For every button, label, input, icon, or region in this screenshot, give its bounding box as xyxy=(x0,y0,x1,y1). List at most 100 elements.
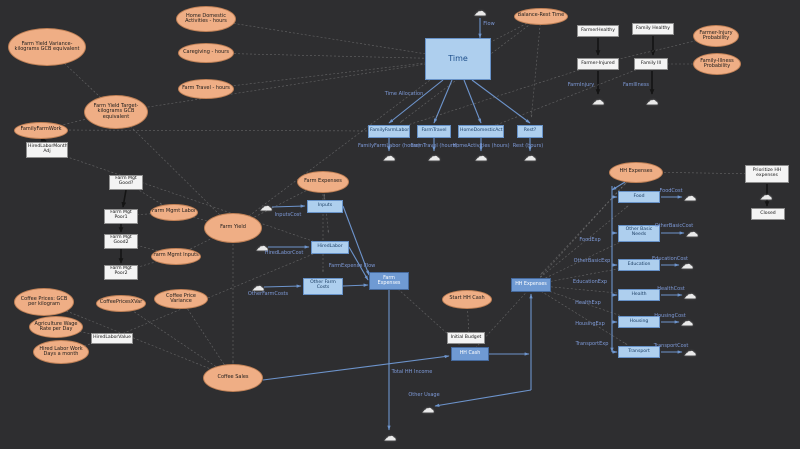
flow-edge xyxy=(463,79,482,124)
prioritize-hh-expenses[interactable]: Prioritize HH expenses xyxy=(745,165,789,183)
education-label: Education xyxy=(627,261,651,267)
hh-expenses-converter[interactable]: HH Expenses xyxy=(609,161,663,183)
farmer-injury-probability[interactable]: Farmer-Injury Probability xyxy=(693,25,739,47)
family-healthy-label: Family Healthy xyxy=(635,25,671,31)
cloud-housing-icon[interactable]: ☁ xyxy=(680,314,694,330)
cloud-farm-travel-icon[interactable]: ☁ xyxy=(427,149,441,165)
cloud-hired-labor-icon[interactable]: ☁ xyxy=(255,239,269,255)
transport[interactable]: Transport xyxy=(618,346,660,358)
family-farm-labor-label: FamilyFarmLabor xyxy=(370,127,410,133)
farm-expenses-converter[interactable]: Farm Expenses xyxy=(297,171,349,193)
hired-labor-months-adj-label: HiredLaborMonths Adj xyxy=(28,144,68,154)
farm-yield[interactable]: Farm Yield xyxy=(204,213,262,243)
health[interactable]: Health xyxy=(618,289,660,301)
farm-travel[interactable]: FarmTravel xyxy=(417,124,451,138)
farm-expenses-converter-label: Farm Expenses xyxy=(304,178,342,185)
cloud-transport-icon[interactable]: ☁ xyxy=(683,344,697,360)
hh-cash-label: HH Cash xyxy=(459,351,481,357)
initial-budget[interactable]: Initial Budget xyxy=(447,332,485,344)
cloud-food-icon[interactable]: ☁ xyxy=(683,189,697,205)
farmer-injured[interactable]: Farmer-Injured xyxy=(577,58,619,70)
cloud-hh-usage-icon[interactable]: ☁ xyxy=(421,401,435,417)
housing[interactable]: Housing xyxy=(618,316,660,328)
hired-labor-months-adj[interactable]: HiredLaborMonths Adj xyxy=(26,142,68,158)
coffee-prices-xvar[interactable]: CoffeePricesXVar xyxy=(96,294,146,312)
link-edge xyxy=(538,267,626,284)
hh-expenses-flow[interactable]: HH Expenses xyxy=(511,278,551,292)
hired-labor-work-days[interactable]: Hired Labor Work Days a month xyxy=(33,340,89,364)
cloud-rest-icon[interactable]: ☁ xyxy=(523,149,537,165)
farm-travel-hours[interactable]: Farm Travel - hours xyxy=(178,79,234,99)
coffee-price-variance[interactable]: Coffee Price Variance xyxy=(154,289,208,309)
farm-mgt-good2[interactable]: Farm Mgt Good2 xyxy=(104,233,138,249)
education[interactable]: Education xyxy=(618,259,660,271)
other-basic-needs[interactable]: Other Basic Needs xyxy=(618,224,660,242)
family-farm-labor[interactable]: FamilyFarmLabor xyxy=(368,124,410,138)
family-ill[interactable]: Family Ill xyxy=(634,58,668,70)
family-farm-labor-flow-label: FamilyFarmLabor (hours) xyxy=(357,143,421,149)
cloud-other-farm-icon[interactable]: ☁ xyxy=(251,279,265,295)
balance-rest-time[interactable]: Balance-Rest Time xyxy=(514,7,568,25)
hired-labor-value[interactable]: HiredLaborValue xyxy=(91,332,133,344)
other-basic-needs-label: Other Basic Needs xyxy=(625,227,653,237)
cloud-home-domestic-icon[interactable]: ☁ xyxy=(474,149,488,165)
coffee-sales[interactable]: Coffee Sales xyxy=(203,364,263,392)
rest[interactable]: Rest? xyxy=(517,124,543,138)
link-edge xyxy=(537,288,628,345)
cloud-farm-injury-icon[interactable]: ☁ xyxy=(591,93,605,109)
other-farm-costs[interactable]: Other Farm Costs xyxy=(303,277,343,295)
farm-yield-label: Farm Yield xyxy=(220,224,246,231)
cloud-fam-illness-icon[interactable]: ☁ xyxy=(645,93,659,109)
coffee-prices[interactable]: Coffee Prices: GCB per kilogram xyxy=(14,288,74,316)
cloud-farm-exp-sink-icon[interactable]: ☁ xyxy=(383,429,397,445)
family-illness-probability[interactable]: Family-Illness Probability xyxy=(693,53,741,75)
flow-edge xyxy=(262,354,450,381)
caregiving-hours[interactable]: Caregiving - hours xyxy=(178,43,234,63)
family-farm-work[interactable]: FamilyFarmWork xyxy=(14,121,68,139)
home-domestic-activities-hours[interactable]: Home Domestic Activities - hours xyxy=(176,6,236,32)
prioritize-hh-expenses-label: Prioritize HH expenses xyxy=(752,168,782,178)
coffee-sales-label: Coffee Sales xyxy=(217,374,249,381)
family-ill-label: Family Ill xyxy=(640,60,662,66)
farm-mgmt-labor[interactable]: Farm Mgmt Labor xyxy=(150,203,198,221)
food[interactable]: Food xyxy=(618,191,660,203)
farm-mgmt-inputs[interactable]: Farm Mgmt Inputs xyxy=(151,247,201,265)
farm-mgt-good1[interactable]: Farm Mgt Good? xyxy=(109,174,143,190)
inputs[interactable]: Inputs xyxy=(307,199,343,213)
farm-mgt-poor1[interactable]: Farm Mgt Poor1 xyxy=(104,208,138,224)
link-edge xyxy=(127,307,222,371)
link-edge xyxy=(538,238,627,282)
cloud-family-farm-labor-icon[interactable]: ☁ xyxy=(382,149,396,165)
coffee-price-variance-label: Coffee Price Variance xyxy=(166,292,196,304)
hired-labor-value-label: HiredLaborValue xyxy=(93,334,131,340)
start-hh-cash[interactable]: Start HH Cash xyxy=(442,289,492,309)
time[interactable]: Time xyxy=(425,38,491,80)
farm-yield-variance[interactable]: Farm Yield Variance-kilograms GCB equiva… xyxy=(8,28,86,66)
cloud-education-icon[interactable]: ☁ xyxy=(680,257,694,273)
cloud-other-basic-icon[interactable]: ☁ xyxy=(685,225,699,241)
initial-budget-label: Initial Budget xyxy=(450,334,482,340)
farmer-healthy[interactable]: FarmerHealthy xyxy=(577,25,619,37)
hh-cash[interactable]: HH Cash xyxy=(451,347,489,361)
other-farm-costs-label: OtherFarmCosts xyxy=(247,291,289,297)
cloud-prioritize-icon[interactable]: ☁ xyxy=(759,188,773,204)
link-edge xyxy=(123,60,445,112)
transport-cost-label: TransportCost xyxy=(653,343,689,349)
cloud-inputs-icon[interactable]: ☁ xyxy=(259,199,273,215)
closed[interactable]: Closed xyxy=(751,208,785,220)
cloud-time-source-icon[interactable]: ☁ xyxy=(473,4,487,20)
family-healthy[interactable]: Family Healthy xyxy=(632,23,674,35)
hired-labor[interactable]: HiredLabor xyxy=(311,240,349,254)
farm-mgt-poor2[interactable]: Farm Mgt Poor2 xyxy=(104,264,138,280)
farm-expenses-flow[interactable]: Farm Expenses xyxy=(369,272,409,290)
farmer-injured-label: Farmer-Injured xyxy=(581,60,615,66)
cloud-health-icon[interactable]: ☁ xyxy=(683,287,697,303)
total-hh-income-label: Total HH Income xyxy=(391,369,433,375)
link-edge xyxy=(611,37,709,62)
agriculture-wage-rate[interactable]: Agriculture Wage Rate per Day xyxy=(29,316,83,338)
farm-yield-target[interactable]: Farm Yield Target-kilograms GCB equivale… xyxy=(84,95,148,129)
caregiving-hours-label: Caregiving - hours xyxy=(183,49,229,56)
farm-expenses-flow-label: Farm Expenses xyxy=(377,275,401,286)
